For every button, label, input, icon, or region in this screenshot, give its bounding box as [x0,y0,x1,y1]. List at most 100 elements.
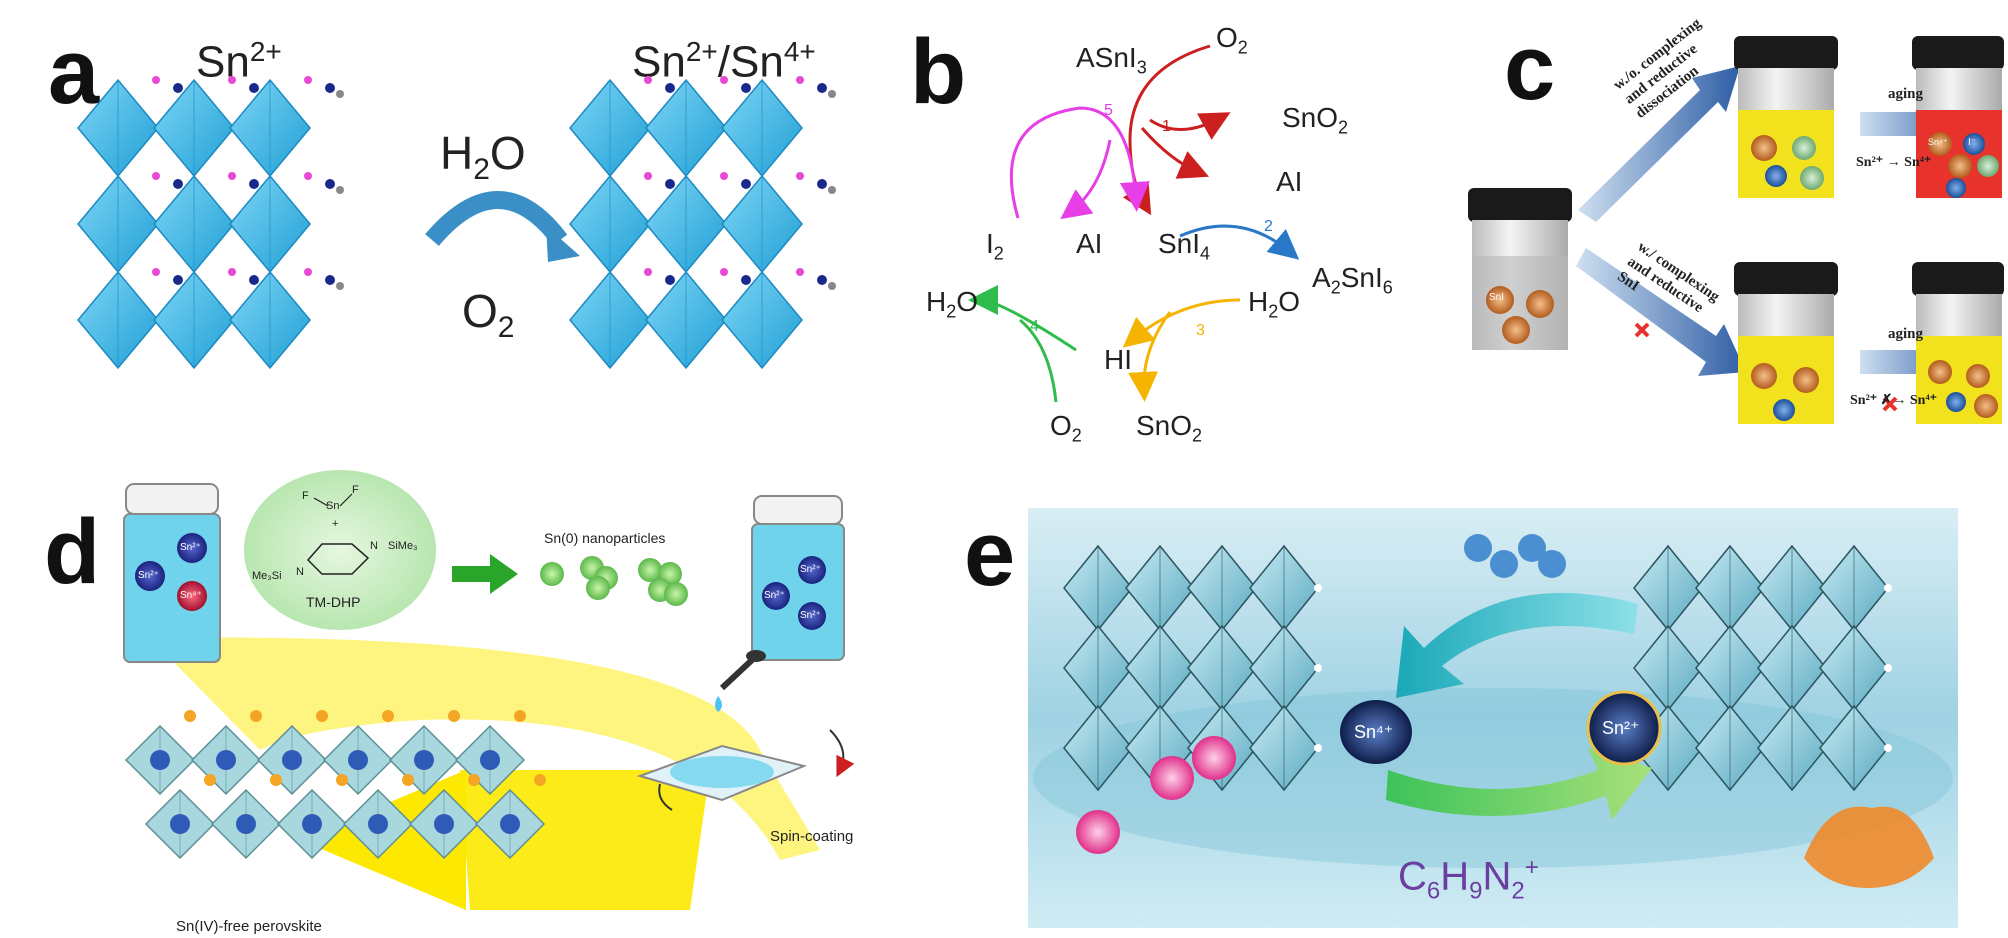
iodide-atom [796,268,804,276]
green-arrow [452,554,518,594]
iodide-atom [720,172,728,180]
cation-atom [336,90,344,98]
cation-atom [336,282,344,290]
cation-formula: C6H9N2+ [1398,854,1539,905]
reagent-sn: Sn [326,500,340,512]
cation-atom [468,774,480,786]
cation-atom [665,83,675,93]
species-h2o-right: H2O [1248,286,1301,322]
vertex-atom [1314,584,1322,592]
step2-arrow [1179,224,1300,260]
cation-atom [402,774,414,786]
iodide-atom [304,268,312,276]
cation-atom [325,275,335,285]
panel-c-vials [1468,36,2004,424]
cation-atom [817,179,827,189]
step3-branch [1128,311,1172,402]
cation-atom [828,282,836,290]
step-num-4: 4 [1030,318,1039,335]
iodide-atom [228,172,236,180]
reagent-n2: N [296,566,304,578]
panel-d-label: d [44,501,101,603]
iodide-atom [304,172,312,180]
panel-d: d [0,470,960,938]
step-num-5: 5 [1104,102,1113,119]
cation-atom [184,710,196,722]
vial-left-sn2-b: Sn²⁺ [138,570,159,581]
iodide-atom [152,268,160,276]
tin-atom [348,750,368,770]
sn2-ball [1586,690,1662,766]
yellow-swoosh [150,637,820,860]
iodide-atom [644,268,652,276]
sn4-ball [1340,700,1412,764]
cation-atom [741,179,751,189]
cation-atom [270,774,282,786]
teal-arrow [1396,592,1638,698]
cation-atom [741,83,751,93]
cation-atom [448,710,460,722]
step5-branch [1060,139,1112,220]
vial-left [123,483,221,663]
reagent-name: TM-DHP [306,594,361,610]
iodide-atom [228,268,236,276]
step-num-3: 3 [1196,322,1205,339]
panel-a-water: H2O [440,127,526,187]
species-sni4: SnI4 [1158,228,1211,264]
cation-atom [204,774,216,786]
tin-atom [414,750,434,770]
iodide-atom [152,172,160,180]
panel-b-reaction-cycle [968,44,1300,403]
cation-atom [828,90,836,98]
perovskite-lattice [124,710,546,860]
vial-right-sn2-e: Sn²⁺ [800,610,821,621]
sn2-label: Sn²⁺ [1602,718,1640,738]
step4-branch [1019,318,1058,403]
step-num-1: 1 [1162,118,1171,135]
cation-atom [817,83,827,93]
species-o2-top: O2 [1216,22,1248,58]
sn4-label: Sn⁴⁺ [1354,722,1394,742]
panel-d-scheme [123,470,855,910]
cation-atom [325,179,335,189]
reagent-ring [306,493,370,575]
panel-e: e [964,508,1958,928]
vial-left-sn2-a: Sn²⁺ [180,542,201,553]
panel-a-oxygen: O2 [462,285,515,345]
species-asni3: ASnI3 [1076,42,1147,78]
water-cluster [1464,534,1566,578]
dropper-icon [715,650,766,712]
iodide-atom [720,268,728,276]
reagent-sime3: SiMe₃ [388,540,418,552]
iodide-atom [644,76,652,84]
vial-bottom-middle [1734,262,1838,424]
panel-a-right-title: Sn2+/Sn4+ [632,36,816,87]
iodide-atom [644,172,652,180]
tin-atom [150,750,170,770]
species-i2: I2 [986,228,1004,264]
panel-b-label: b [910,21,967,123]
vertex-atom [1884,584,1892,592]
cation-atom [382,710,394,722]
bottom-arrow [1576,248,1746,376]
species-sno2-bottom: SnO2 [1136,410,1203,446]
cation-atom [325,83,335,93]
perovskite-label: Sn(IV)-free perovskite [176,918,322,935]
cation-atom [249,83,259,93]
orange-shell [1804,806,1934,888]
vial-right [751,495,845,661]
iodide-atom [796,76,804,84]
cross-mark [1634,322,1898,412]
ball-label-sni: SnI [1489,292,1505,303]
panel-e-scene [1028,508,1958,928]
tin-atom [480,750,500,770]
cation-atom [817,275,827,285]
iodide-atom [228,76,236,84]
vertex-atom [1884,744,1892,752]
cation-atom [665,275,675,285]
panel-b: b ASnI3 O2 SnO2 AI I2 AI SnI4 A2SnI6 H2O… [880,0,1400,450]
panel-a-label: a [48,21,100,123]
step3-arrow [1122,298,1241,348]
cation-atom [173,275,183,285]
nanoparticles-label: Sn(0) nanoparticles [544,530,666,546]
